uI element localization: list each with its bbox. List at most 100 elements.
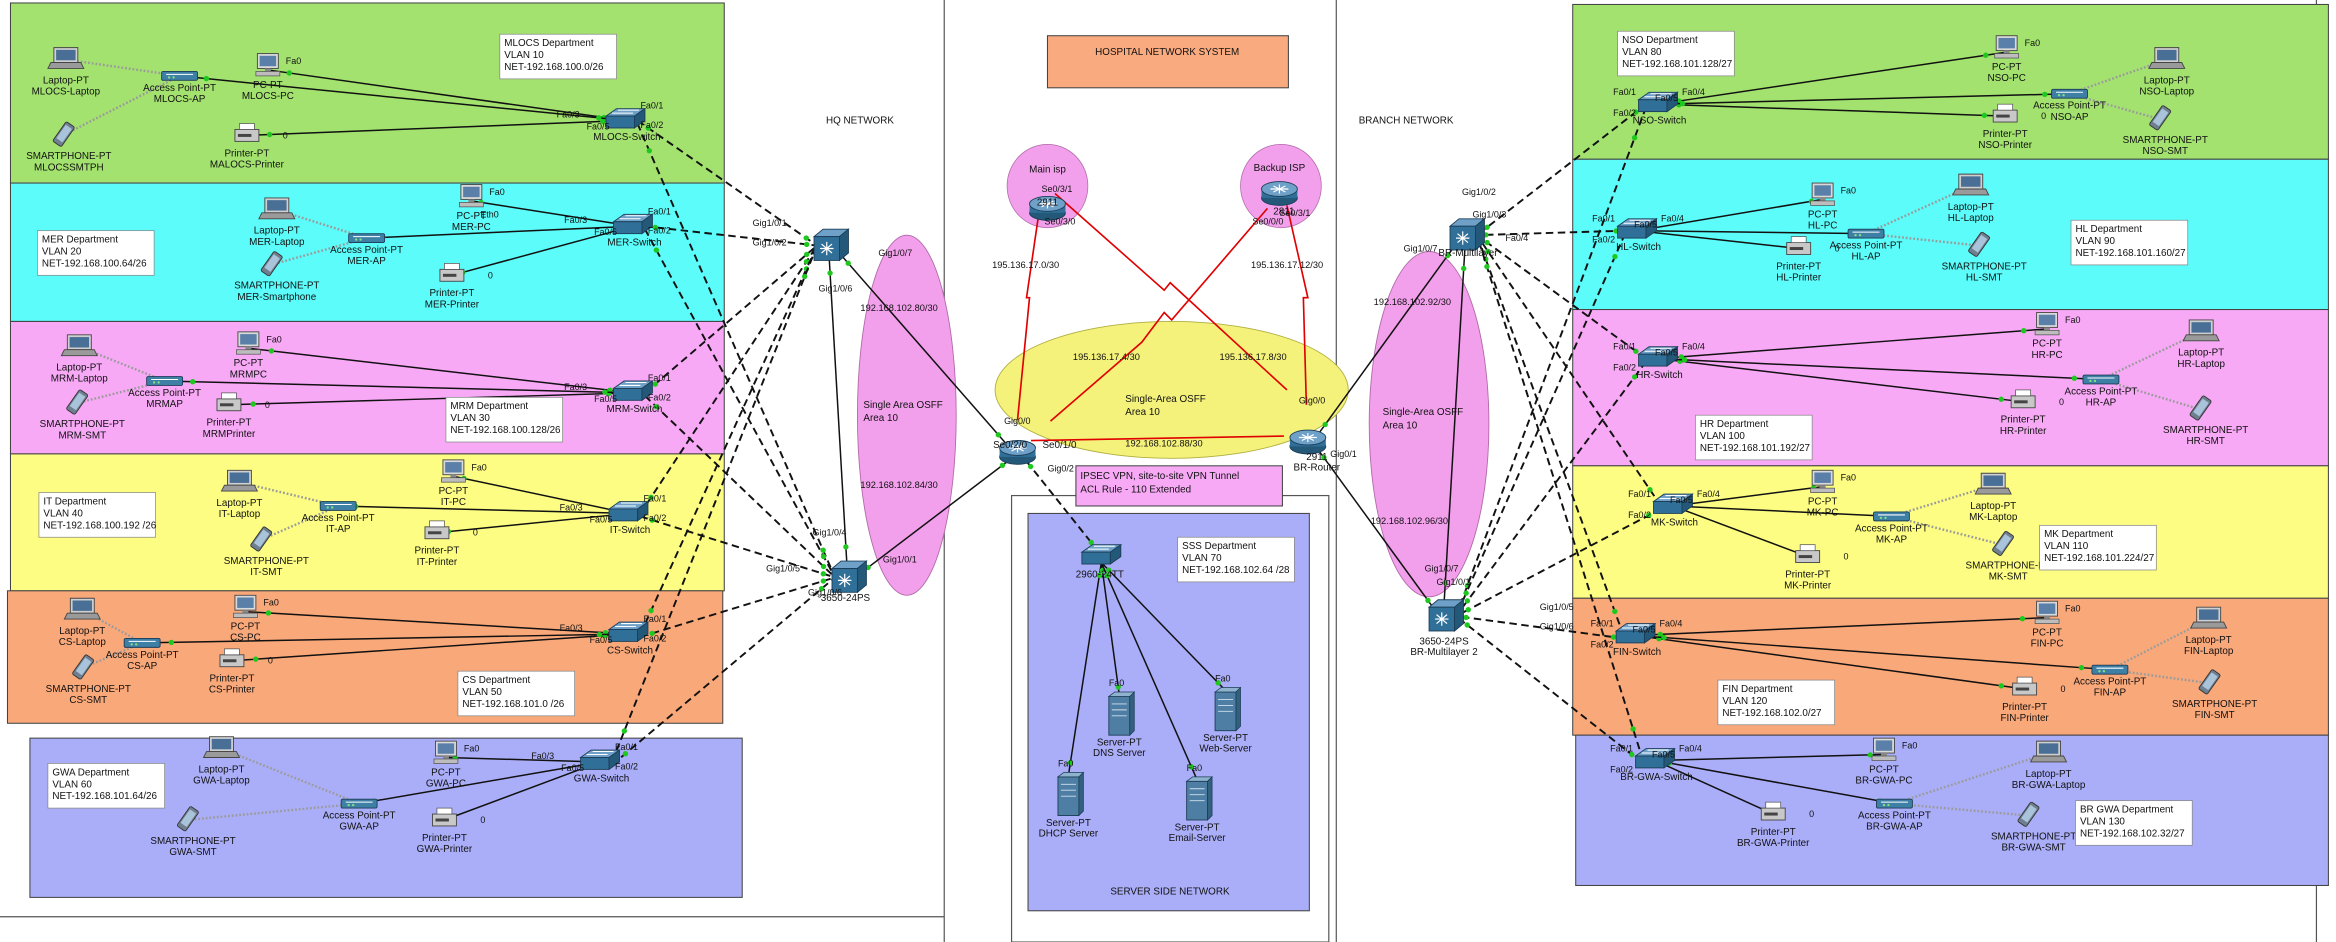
ospf-hq-line2: Area 10 bbox=[863, 413, 898, 424]
sss-switch-icon[interactable] bbox=[1081, 544, 1122, 565]
brgwa-pc-icon[interactable] bbox=[1871, 737, 1897, 762]
br-multilayer-icon[interactable] bbox=[1449, 218, 1486, 251]
gwa-pc-icon[interactable] bbox=[433, 740, 459, 765]
mrm-pc-icon[interactable] bbox=[235, 331, 262, 355]
link bbox=[1654, 759, 1774, 815]
mrm-name-label: MRM-SMT bbox=[58, 430, 106, 441]
cs-name-label: CS-SMT bbox=[69, 695, 107, 706]
mk-ap-icon[interactable] bbox=[1872, 511, 1911, 522]
mrm-switch-icon[interactable] bbox=[613, 380, 653, 401]
link-led bbox=[1612, 253, 1618, 260]
fin-pc-icon[interactable] bbox=[2034, 600, 2060, 625]
cs-name-label: CS-PC bbox=[230, 633, 261, 644]
core-labels: 195.136.17.0/30 195.136.17.12/30 195.136… bbox=[860, 260, 1451, 526]
fin-name-label: FIN-SMT bbox=[2195, 710, 2235, 721]
panel-hl bbox=[1572, 158, 2329, 311]
mlocs-pc-icon[interactable] bbox=[255, 52, 281, 77]
port-label: Gig1/0/6 bbox=[819, 284, 853, 294]
br-ml2-model: 3650-24PS bbox=[1419, 636, 1469, 647]
port-label: Fa0/2 bbox=[1591, 639, 1614, 649]
brgwa-type-label: Access Point-PT bbox=[1858, 811, 1931, 822]
link-led bbox=[1983, 52, 1989, 58]
cs-pc-icon[interactable] bbox=[232, 594, 259, 619]
hq-router-port-left: Se0/2/0 bbox=[993, 440, 1028, 451]
br-multilayer-2-icon[interactable] bbox=[1428, 599, 1465, 632]
mrm-ap-icon[interactable] bbox=[145, 375, 184, 387]
nso-ap-icon[interactable] bbox=[2050, 88, 2089, 99]
hr-name-label: HR-Laptop bbox=[2177, 359, 2225, 370]
link bbox=[1657, 328, 2048, 360]
it-pc-icon[interactable] bbox=[440, 459, 467, 483]
link-led bbox=[1612, 608, 1618, 615]
mlocs-switch-icon[interactable] bbox=[605, 108, 646, 129]
sss-info-box bbox=[1177, 536, 1295, 583]
fin-name-label: FIN-Laptop bbox=[2184, 646, 2234, 657]
link-led bbox=[1631, 374, 1638, 380]
port-label: Gig1/0/7 bbox=[1404, 244, 1438, 254]
mk-info-line: VLAN 110 bbox=[2044, 541, 2089, 552]
gwa-ap-icon[interactable] bbox=[340, 798, 378, 809]
br-ml2-label: BR-Multilayer 2 bbox=[1410, 647, 1477, 658]
hl-pc-icon[interactable] bbox=[1809, 182, 1836, 207]
web-server-icon[interactable] bbox=[1214, 687, 1241, 732]
hr-ap-icon[interactable] bbox=[2082, 374, 2120, 385]
email-server-icon[interactable] bbox=[1186, 776, 1213, 821]
link-led bbox=[1647, 487, 1653, 493]
ospf-area-center bbox=[994, 321, 1349, 459]
port-label: Fa0/2 bbox=[1610, 764, 1633, 774]
nso-name-label: NSO-Laptop bbox=[2139, 87, 2194, 98]
server-name-label: DNS Server bbox=[1093, 748, 1146, 759]
port-label: Fa0/3 bbox=[560, 623, 583, 633]
mlocs-name-label: MALOCS-Printer bbox=[210, 159, 285, 170]
port-label: Se0/3/1 bbox=[1279, 208, 1310, 218]
cs-switch-icon[interactable] bbox=[608, 621, 649, 642]
hr-info-line: HR Department bbox=[1700, 419, 1769, 430]
link-led bbox=[265, 610, 272, 616]
link bbox=[1100, 562, 1227, 692]
dns-server-icon[interactable] bbox=[1108, 691, 1135, 736]
hr-type-label: Access Point-PT bbox=[2065, 386, 2138, 397]
nso-type-label: PC-PT bbox=[1992, 62, 2022, 73]
link bbox=[228, 392, 633, 406]
mer-switch-icon[interactable] bbox=[613, 213, 653, 235]
port-label: Fa0 bbox=[286, 56, 301, 66]
dhcp-server-icon[interactable] bbox=[1057, 771, 1084, 816]
brgwa-ap-icon[interactable] bbox=[1875, 798, 1914, 809]
it-switch-icon[interactable] bbox=[608, 500, 649, 522]
mlocs-type-label: Printer-PT bbox=[224, 148, 269, 159]
sss-info-line: SSS Department bbox=[1182, 541, 1256, 552]
cs-ap-icon[interactable] bbox=[123, 637, 161, 649]
link bbox=[359, 761, 601, 805]
mk-pc-icon[interactable] bbox=[1809, 469, 1836, 494]
mer-pc-icon[interactable] bbox=[458, 183, 485, 208]
nso-pc-icon[interactable] bbox=[1993, 34, 2020, 59]
hq-ml2-label: 3650-24PS bbox=[821, 593, 871, 604]
hl-ap-icon[interactable] bbox=[1847, 228, 1885, 239]
link bbox=[1636, 198, 1823, 232]
port-label: Fa0/1 bbox=[1613, 342, 1636, 352]
link bbox=[636, 119, 818, 247]
port-label: Gig0/0 bbox=[1299, 395, 1325, 405]
port-label: Fa0/5 bbox=[590, 635, 613, 645]
mlocs-ap-icon[interactable] bbox=[160, 70, 199, 82]
mer-ap-icon[interactable] bbox=[347, 232, 386, 244]
it-ap-icon[interactable] bbox=[319, 500, 357, 512]
link-led bbox=[1633, 109, 1639, 115]
br-router-icon[interactable] bbox=[1289, 429, 1327, 455]
backup-isp-router-icon[interactable] bbox=[1260, 180, 1299, 207]
ospf-center-line1: Single-Area OSFF bbox=[1125, 394, 1206, 405]
gwa-switch-icon[interactable] bbox=[580, 749, 621, 770]
port-label: Gig1/0/7 bbox=[1425, 563, 1459, 573]
fin-ap-icon[interactable] bbox=[2091, 664, 2129, 675]
port-label: Fa0/1 bbox=[1628, 489, 1651, 499]
hq-multilayer-icon[interactable] bbox=[813, 228, 850, 262]
cs-name-label: CS-AP bbox=[127, 661, 158, 672]
hr-pc-icon[interactable] bbox=[2034, 311, 2060, 336]
link bbox=[1316, 447, 1436, 611]
mlocs-name-label: MLOCS-Laptop bbox=[32, 87, 101, 98]
mrm-type-label: PC-PT bbox=[234, 358, 264, 369]
port-label: Fa0 bbox=[489, 187, 504, 197]
fin-info-line: NET-192.168.102.0/27 bbox=[1722, 708, 1821, 719]
cs-info-line: NET-192.168.101.0 /26 bbox=[462, 699, 564, 710]
link-led bbox=[1610, 634, 1617, 640]
